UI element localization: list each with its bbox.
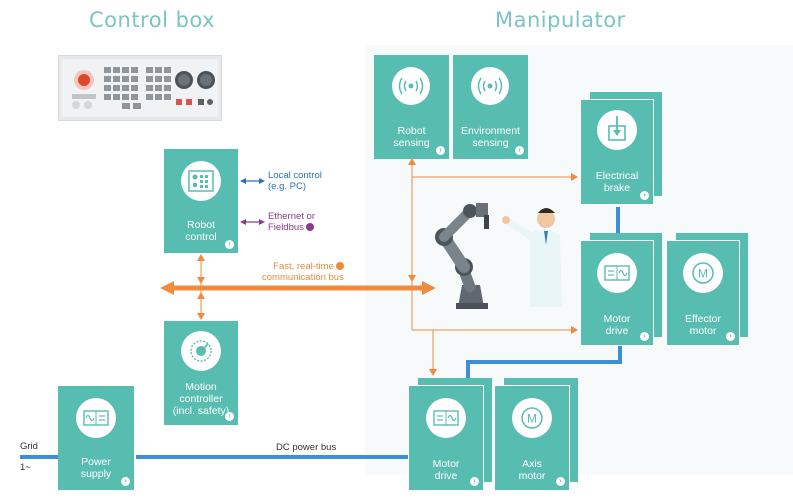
motion-controller-card[interactable]: Motion controller (incl. safety) › xyxy=(164,321,238,425)
comm-bus-arrow-right xyxy=(422,281,436,295)
dc-power-bus-annotation: DC power bus xyxy=(276,442,337,453)
motor-drive-lower-card[interactable]: Motor drive › xyxy=(409,386,483,490)
purple-dot-icon xyxy=(305,223,314,232)
chevron-right-icon: › xyxy=(436,146,445,155)
comm-bus-arrow-left xyxy=(160,281,174,295)
svg-text:M: M xyxy=(527,412,537,426)
gauge-icon xyxy=(190,340,212,362)
electrical-brake-label: Electrical brake xyxy=(595,170,639,194)
motor-m-icon: M xyxy=(521,407,543,429)
brake-icon xyxy=(608,116,626,141)
environment-sensing-label: Environment sensing xyxy=(461,125,520,149)
chevron-right-icon: › xyxy=(121,477,130,486)
chevron-right-icon: › xyxy=(225,412,234,421)
robot-arm-illustration xyxy=(435,203,562,309)
radio-waves-icon xyxy=(398,77,424,95)
motor-drive-icon xyxy=(433,410,459,426)
motor-m-icon: M xyxy=(692,262,714,284)
axis-motor-card[interactable]: M Axis motor › xyxy=(495,386,569,490)
environment-sensing-card[interactable]: Environment sensing › xyxy=(453,55,528,159)
effector-motor-card[interactable]: M Effector motor › xyxy=(667,241,739,345)
robot-control-card[interactable]: Robot control › xyxy=(164,149,238,253)
chevron-right-icon: › xyxy=(470,477,479,486)
ethernet-annotation: Ethernet or Fieldbus xyxy=(268,211,315,233)
manipulator-title: Manipulator xyxy=(495,8,626,32)
power-supply-card[interactable]: Power supply › xyxy=(58,386,134,490)
power-supply-label: Power supply xyxy=(80,456,112,480)
chevron-right-icon: › xyxy=(726,332,735,341)
chevron-right-icon: › xyxy=(640,332,649,341)
control-box-title: Control box xyxy=(89,8,216,32)
chevron-right-icon: › xyxy=(515,146,524,155)
orange-dot-icon xyxy=(335,262,344,271)
robot-sensing-label: Robot sensing xyxy=(393,125,430,149)
motor-drive-upper-label: Motor drive xyxy=(603,313,631,337)
chevron-right-icon: › xyxy=(556,477,565,486)
motor-drive-lower-label: Motor drive xyxy=(432,458,460,482)
radio-waves-icon xyxy=(477,77,503,95)
chevron-right-icon: › xyxy=(225,240,234,249)
power-supply-icon xyxy=(83,410,109,426)
svg-text:M: M xyxy=(698,267,708,281)
motion-controller-label: Motion controller (incl. safety) xyxy=(172,381,230,417)
upper-drive-power-line xyxy=(466,344,622,380)
effector-motor-label: Effector motor xyxy=(685,313,721,337)
grid-annotation: Grid 1~ xyxy=(20,441,38,473)
motor-drive-icon xyxy=(604,265,630,281)
control-panel-icon xyxy=(188,170,214,192)
robot-sensing-card[interactable]: Robot sensing › xyxy=(374,55,449,159)
robot-control-label: Robot control xyxy=(185,219,217,243)
control-box-panel xyxy=(58,55,222,121)
local-control-annotation: Local control (e.g. PC) xyxy=(268,170,322,192)
chevron-right-icon: › xyxy=(640,191,649,200)
electrical-brake-card[interactable]: Electrical brake › xyxy=(581,100,653,204)
axis-motor-label: Axis motor xyxy=(518,458,546,482)
comm-bus-annotation: Fast, real-time communication bus xyxy=(262,261,344,283)
motor-drive-upper-card[interactable]: Motor drive › xyxy=(581,241,653,345)
